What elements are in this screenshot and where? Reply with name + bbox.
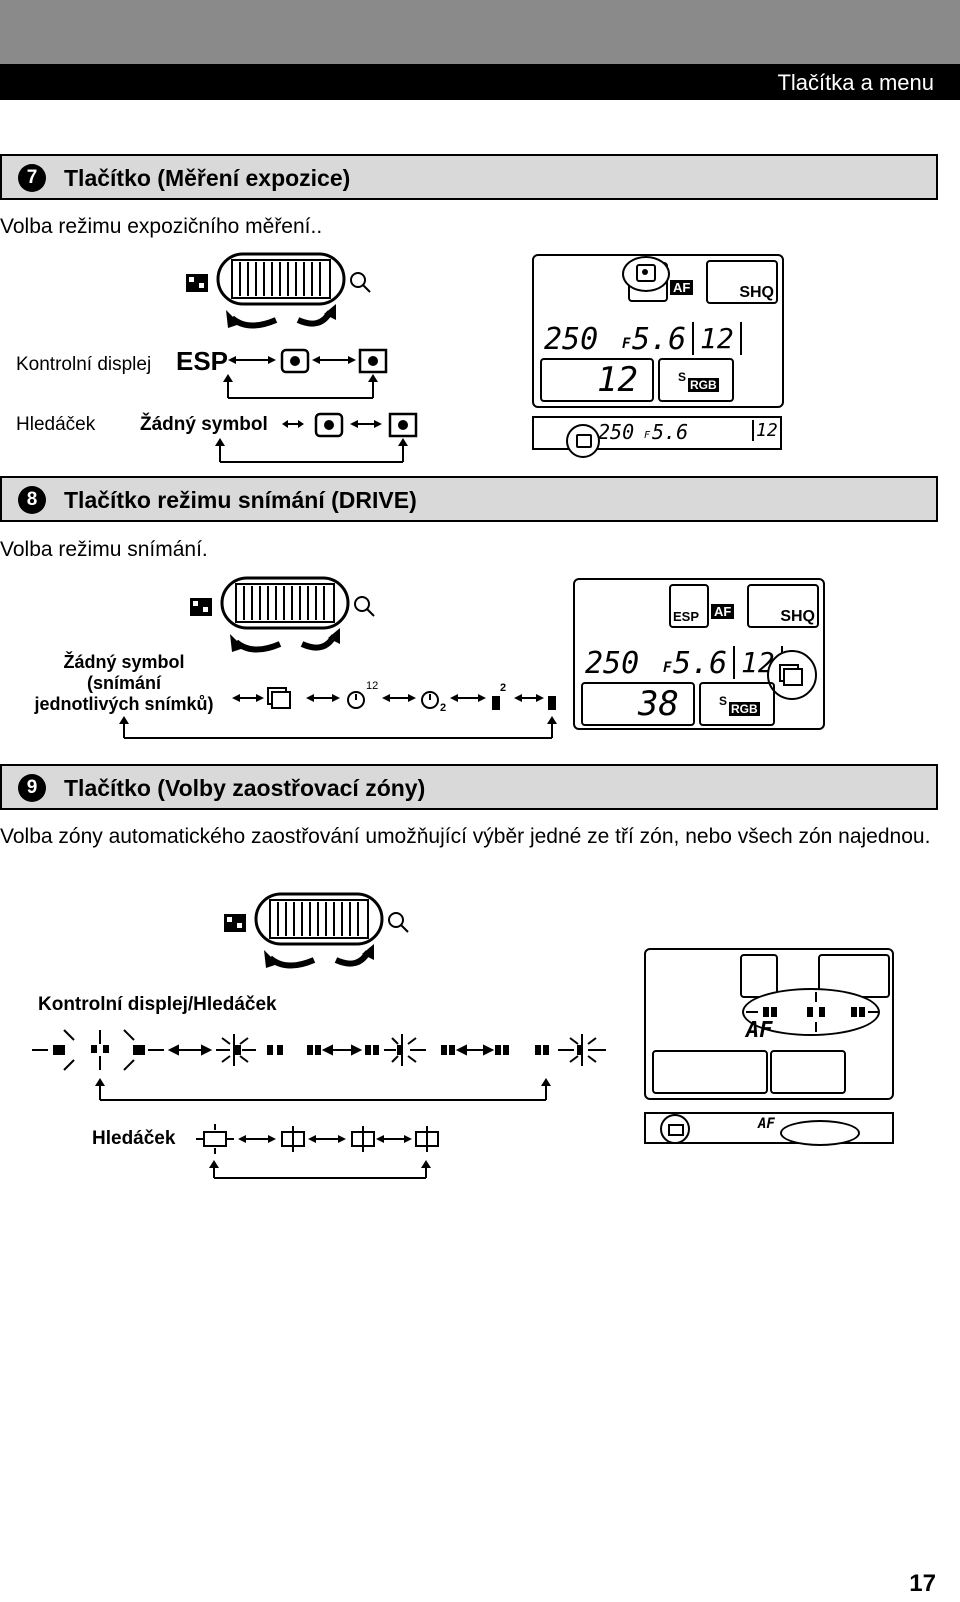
lcd-big: 12: [597, 360, 638, 400]
quality-box: SHQ: [706, 260, 778, 304]
metering-cycle-display: [223, 348, 388, 399]
page-number: 17: [909, 1570, 936, 1597]
metering-cycle-viewfinder: [215, 412, 418, 463]
af-viewfinder-strip: AF: [644, 1112, 894, 1146]
drive-control-panel: ESP AF SHQ 250 F 5.6 12 38 S RGB: [573, 578, 825, 730]
af-badge: AF: [670, 280, 694, 295]
drive-highlight-circle: [767, 650, 817, 700]
lcd-aperture: 5.6: [632, 322, 687, 357]
section-9-number: 9: [18, 774, 46, 802]
header-bar-gray: [0, 0, 960, 64]
section-7-number: 7: [18, 164, 46, 192]
af-zone-cycle: [32, 1029, 606, 1101]
section-8-description: Volba režimu snímání.: [0, 538, 208, 561]
section-8-header: 8 Tlačítko režimu snímání (DRIVE): [0, 476, 938, 522]
section-7-description: Volba režimu expozičního měření..: [0, 215, 323, 238]
control-display-label: Kontrolní displej: [16, 354, 152, 375]
af-zone-highlight: [742, 988, 880, 1036]
section-7-header: 7 Tlačítko (Měření expozice): [0, 154, 938, 200]
header-bar: Tlačítka a menu: [0, 64, 960, 100]
af-viewfinder-highlight: [780, 1120, 860, 1146]
lcd-shutter: 250: [544, 322, 599, 357]
af-control-panel: AF: [644, 948, 894, 1100]
control-dial-icon: [186, 252, 371, 329]
drive-no-symbol-label: Žádný symbol (snímání jednotlivých snímk…: [34, 652, 214, 714]
viewfinder-strip: 250 F 5.6 12: [532, 416, 782, 458]
viewfinder-label: Hledáček: [16, 414, 96, 435]
section-9-title: Tlačítko (Volby zaostřovací zóny): [64, 775, 426, 801]
header-title: Tlačítka a menu: [777, 70, 934, 95]
section-9-header: 9 Tlačítko (Volby zaostřovací zóny): [0, 764, 938, 810]
af-lcd-label: AF: [746, 1018, 773, 1043]
section-8-title: Tlačítko režimu snímání (DRIVE): [64, 487, 417, 513]
section-7-title: Tlačítko (Měření expozice): [64, 165, 351, 191]
esp-label: ESP: [176, 346, 229, 376]
control-dial-icon: [190, 576, 375, 653]
quality-label: SHQ: [739, 284, 774, 301]
af-viewfinder-label: Hledáček: [92, 1128, 176, 1149]
drive-cycle: [119, 687, 557, 739]
control-panel-display: AF SHQ 250 F 5.6 12 12 S RGB: [532, 254, 784, 408]
metering-highlight-circle: [622, 256, 670, 292]
section-8-number: 8: [18, 486, 46, 514]
control-dial-icon: [224, 892, 409, 969]
lcd-count: 12: [692, 322, 742, 355]
lcd-big-box: 12: [540, 358, 654, 402]
af-viewfinder-cycle: [196, 1124, 439, 1179]
no-symbol-label: Žádný symbol: [140, 414, 268, 435]
viewfinder-metering-circle: [566, 424, 600, 458]
lcd-aperture-prefix: F: [622, 336, 631, 352]
section-9-description: Volba zóny automatického zaostřování umo…: [0, 825, 931, 848]
af-display-viewfinder-label: Kontrolní displej/Hledáček: [38, 994, 277, 1015]
color-space-box: S RGB: [658, 358, 734, 402]
